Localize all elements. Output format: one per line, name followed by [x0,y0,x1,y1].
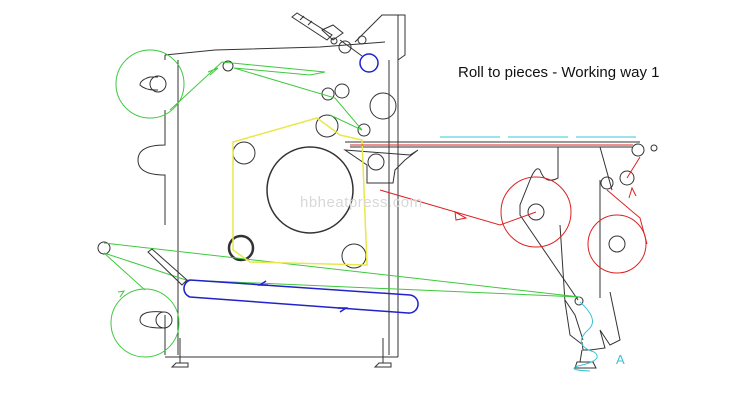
roller-left-of-drum [232,141,256,165]
green-unwind-roll-upper [115,49,185,119]
blue-belt-arrow-right [338,307,349,313]
hub-left-lower-center [155,311,173,329]
point-label-a: A [616,352,625,367]
blue-roller [359,53,379,73]
red-arrow-mid [454,211,468,221]
press-shoe [343,149,419,184]
drum [266,146,354,234]
right-foot [373,338,392,368]
blue-belt-arrow-left [257,280,268,286]
left-foot [170,338,189,368]
watermark-text: hbheatpress.com [300,194,423,211]
green-arrow-lower [117,290,126,298]
table-end-pin [650,144,658,152]
roller-small-right [357,123,371,137]
red-web [379,156,648,245]
yellow-felt-loop [232,117,368,266]
hub-left-upper-center [149,75,167,93]
left-frame [137,55,166,355]
cyan-spiral [573,301,598,372]
frame-top [164,41,386,56]
hub-left-upper [139,76,158,91]
table-end-roller [631,143,645,157]
red-roll-upper [500,176,572,248]
red-arrow-right [628,186,637,199]
green-web-top [169,61,363,131]
right-stand [519,146,621,351]
roller-mid-right [369,92,397,120]
unwind-hub-upper-red [527,203,545,221]
roller-small-upper [315,114,339,138]
top-guide-roller [222,60,234,72]
left-idler-roller [97,241,111,255]
right-pinch-a [600,176,614,190]
green-rewind-roll-lower [110,288,180,358]
feed-nozzle [574,349,597,369]
green-arrow-top [207,67,219,76]
right-stand-lower [559,224,584,346]
pinch-roller-b [334,83,350,99]
right-pinch-b [619,170,635,186]
unwind-hub-lower-red [608,235,626,253]
hub-left-lower [139,311,164,329]
roller-right-small [367,153,385,171]
right-stand-bracket [564,299,584,341]
cylinder-actuator [291,12,367,57]
green-web-lower [103,242,581,298]
diagram-title: Roll to pieces - Working way 1 [458,64,660,81]
pinch-roller-a [321,87,335,101]
red-roll-lower [587,214,647,274]
guide-bar [147,248,188,286]
top-bracket [354,14,406,61]
pressure-roller [227,234,255,262]
blue-belt [183,279,419,314]
